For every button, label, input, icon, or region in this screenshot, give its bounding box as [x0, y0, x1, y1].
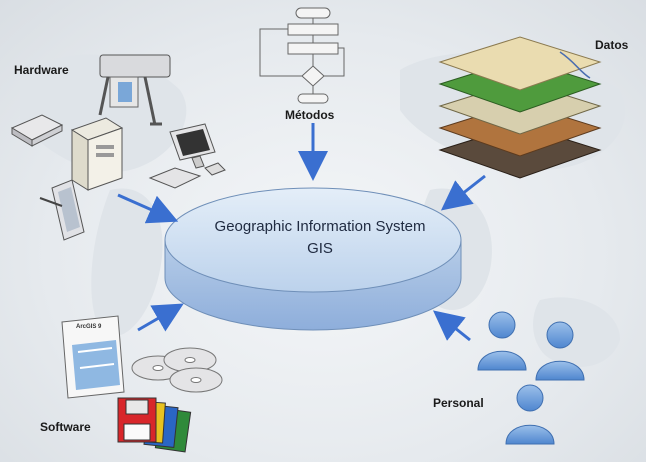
label-hardware: Hardware [14, 63, 69, 77]
people-illustration [477, 311, 585, 445]
arcgis-box-icon [61, 315, 125, 399]
arrow-software [137, 303, 184, 332]
layer-topo [438, 36, 602, 91]
person-icon [535, 321, 585, 381]
methods-flowchart [259, 7, 345, 104]
arcgis-box-label: ArcGIS 9 [76, 324, 102, 330]
label-people: Personal [433, 396, 484, 410]
software-illustration [61, 315, 223, 453]
data-layers-illustration [438, 36, 602, 179]
label-data: Datos [595, 38, 629, 52]
tablet-icon [39, 179, 85, 241]
pc-tower-icon [70, 117, 124, 191]
plotter-icon [98, 54, 171, 126]
label-methods: Métodos [285, 108, 335, 122]
floppy-disks-icon [117, 397, 192, 453]
scanner-icon [10, 114, 64, 147]
monitor-icon [148, 123, 226, 189]
arrow-data [440, 174, 486, 211]
arrow-hardware [117, 193, 179, 224]
center-subtitle: GIS [307, 240, 333, 257]
person-icon [505, 384, 555, 445]
cd-discs-icon [131, 347, 223, 393]
center-title: Geographic Information System [214, 218, 426, 235]
label-software: Software [40, 420, 91, 434]
hardware-illustration [10, 54, 226, 241]
arrow-people [432, 310, 471, 342]
gis-disk [164, 187, 462, 331]
person-icon [477, 311, 527, 371]
